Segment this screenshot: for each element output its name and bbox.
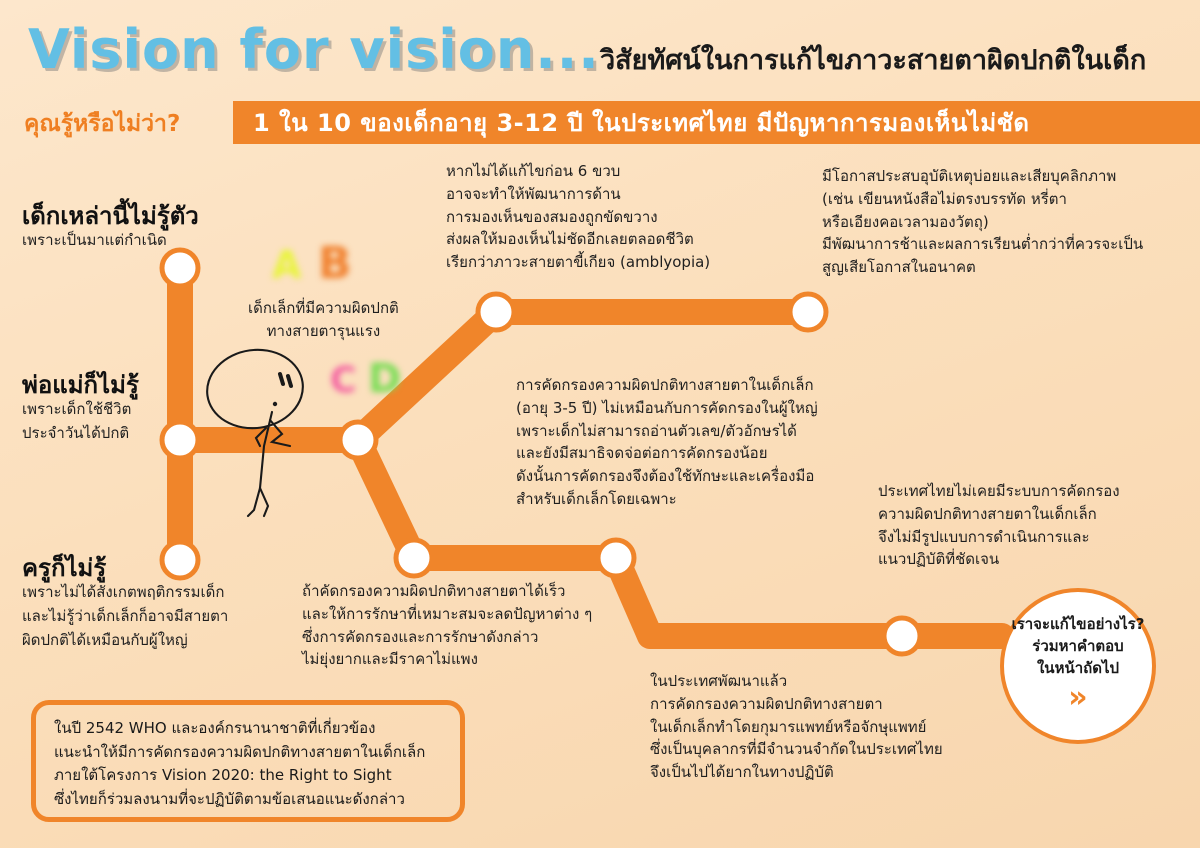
station-thailand-gap [881, 615, 923, 657]
subtext-parents-unaware: เพราะเด็กใช้ชีวิต ประจำวันได้ปกติ [22, 400, 132, 442]
figure-body [258, 410, 274, 490]
next-page-line1: เราจะแก้ไขอย่างไร? [1011, 615, 1145, 633]
station-amblyopia [475, 291, 517, 333]
figure-eye-right [286, 374, 293, 388]
stick-figure-child-illustration [206, 348, 304, 518]
blurred-letter-b: B [318, 238, 352, 289]
callout-amblyopia: หากไม่ได้แก้ไขก่อน 6 ขวบ อาจจะทำให้พัฒนา… [446, 162, 711, 272]
figure-leg-left [246, 486, 262, 518]
station-junction-center [337, 419, 379, 461]
blurred-letter-d: D [368, 356, 402, 402]
callout-screening-difference: การคัดกรองความผิดปกติทางสายตาในเด็กเล็ก … [516, 376, 818, 508]
station-consequences [787, 291, 829, 333]
heading-parents-unaware: พ่อแม่ก็ไม่รู้ [22, 371, 139, 399]
figure-head [206, 348, 304, 430]
callout-thailand-gap: ประเทศไทยไม่เคยมีระบบการคัดกรอง ความผิดป… [878, 482, 1120, 569]
figure-eye-left [278, 372, 285, 386]
callout-consequences: มีโอกาสประสบอุบัติเหตุบ่อยและเสียบุคลิกภ… [822, 167, 1144, 277]
page-title-english: Vision for vision... [28, 18, 600, 81]
figure-leg-right [258, 486, 270, 518]
figure-arm-left [254, 426, 268, 448]
next-page-line3: ในหน้าถัดไป [1036, 658, 1120, 677]
subtext-teachers-unaware: เพราะไม่ได้สังเกตพฤติกรรมเด็ก และไม่รู้ว… [22, 583, 229, 649]
statistic-banner: 1 ใน 10 ของเด็กอายุ 3-12 ปี ในประเทศไทย … [233, 101, 1200, 144]
callout-early-screening: ถ้าคัดกรองความผิดปกติทางสายตาได้เร็ว และ… [302, 582, 593, 669]
subtext-children-unaware: เพราะเป็นมาแต่กำเนิด [22, 231, 167, 249]
station-parents-unaware [159, 419, 201, 461]
page-title-thai: วิสัยทัศน์ในการแก้ไขภาวะสายตาผิดปกติในเด… [600, 45, 1147, 76]
who-recommendation-box: ในปี 2542 WHO และองค์กรนานาชาติที่เกี่ยว… [31, 700, 465, 822]
double-chevron-right-icon: » [1068, 680, 1088, 716]
next-page-line2: ร่วมหาคำตอบ [1032, 636, 1124, 655]
station-dots [159, 247, 923, 657]
heading-teachers-unaware: ครูก็ไม่รู้ [22, 554, 107, 582]
callout-developed-countries: ในประเทศพัฒนาแล้ว การคัดกรองความผิดปกติท… [650, 672, 943, 782]
next-page-circle[interactable]: เราจะแก้ไขอย่างไร? ร่วมหาคำตอบ ในหน้าถัด… [1000, 588, 1156, 744]
figure-arm-right [268, 418, 292, 448]
blurred-letter-c: C [330, 360, 357, 401]
did-you-know-label: คุณรู้หรือไม่ว่า? [24, 111, 181, 137]
station-teachers-unaware [159, 539, 201, 581]
figure-mouth [272, 401, 278, 407]
station-early-screening [393, 537, 435, 579]
station-developed-country [595, 537, 637, 579]
heading-children-unaware: เด็กเหล่านี้ไม่รู้ตัว [22, 202, 199, 230]
blurred-letter-a: A [272, 243, 302, 287]
callout-severe-vision: เด็กเล็กที่มีความผิดปกติ ทางสายตารุนแรง [248, 299, 399, 340]
route-lower-branch [345, 427, 427, 571]
station-children-unaware [159, 247, 201, 289]
